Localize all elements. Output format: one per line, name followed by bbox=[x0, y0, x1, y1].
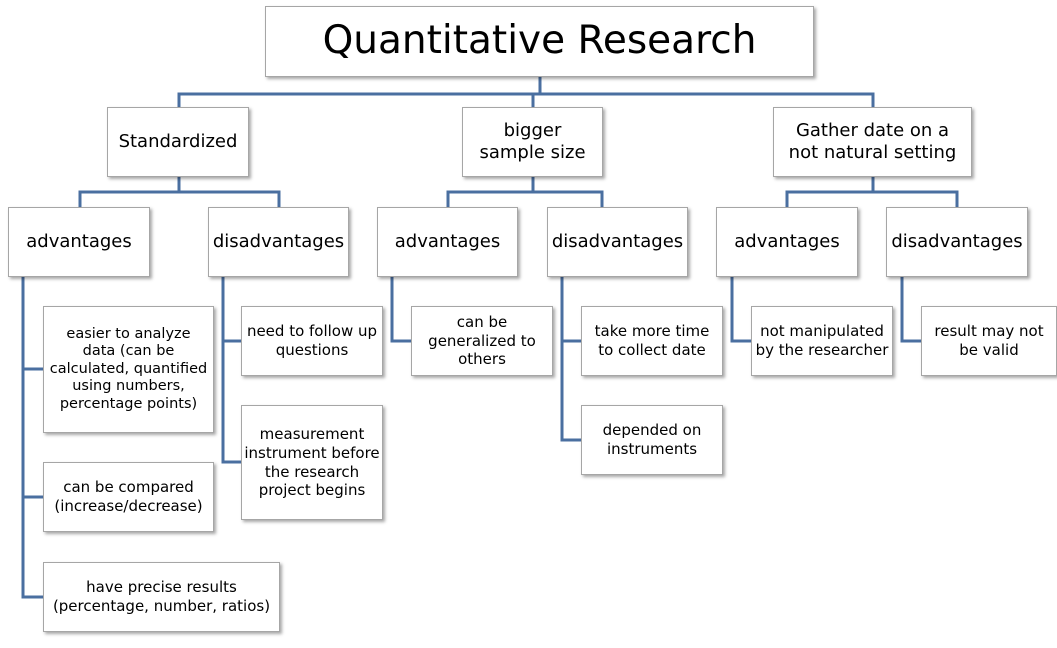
leaf-take-more-time-text: take more time to collect date bbox=[594, 322, 710, 359]
leaf-can-be-compared: can be compared (increase/decrease) bbox=[43, 462, 214, 532]
node-bigger-sample-size: bigger sample size bbox=[462, 107, 603, 177]
node-standardized-advantages-label: advantages bbox=[26, 230, 132, 252]
root-node-quantitative-research: Quantitative Research bbox=[265, 6, 814, 77]
leaf-precise-results-text: have precise results (percentage, number… bbox=[52, 578, 271, 615]
leaf-follow-up-questions: need to follow up questions bbox=[241, 306, 383, 376]
leaf-can-be-generalized: can be generalized to others bbox=[411, 306, 553, 376]
node-setting-advantages: advantages bbox=[716, 207, 858, 277]
node-sample-advantages: advantages bbox=[377, 207, 518, 277]
leaf-follow-up-questions-text: need to follow up questions bbox=[246, 322, 378, 359]
leaf-can-be-compared-text: can be compared (increase/decrease) bbox=[54, 478, 203, 515]
leaf-measurement-instrument-text: measurement instrument before the resear… bbox=[244, 425, 380, 500]
leaf-precise-results: have precise results (percentage, number… bbox=[43, 562, 280, 632]
root-node-label: Quantitative Research bbox=[322, 18, 757, 64]
node-sample-disadvantages: disadvantages bbox=[547, 207, 688, 277]
node-sample-disadvantages-label: disadvantages bbox=[551, 230, 684, 252]
node-setting-advantages-label: advantages bbox=[734, 230, 840, 252]
leaf-depended-on-instruments: depended on instruments bbox=[581, 405, 723, 475]
leaf-result-not-valid: result may not be valid bbox=[921, 306, 1057, 376]
leaf-take-more-time: take more time to collect date bbox=[581, 306, 723, 376]
leaf-depended-on-instruments-text: depended on instruments bbox=[602, 421, 702, 458]
node-standardized-disadvantages: disadvantages bbox=[208, 207, 349, 277]
node-standardized-label: Standardized bbox=[118, 130, 238, 152]
leaf-result-not-valid-text: result may not be valid bbox=[934, 322, 1044, 359]
leaf-easier-to-analyze-text: easier to analyze data (can be calculate… bbox=[49, 326, 208, 412]
node-setting-disadvantages: disadvantages bbox=[886, 207, 1028, 277]
leaf-can-be-generalized-text: can be generalized to others bbox=[428, 312, 536, 369]
node-gather-date-setting: Gather date on a not natural setting bbox=[773, 107, 972, 177]
node-bigger-sample-size-label: bigger sample size bbox=[479, 119, 586, 164]
leaf-not-manipulated: not manipulated by the researcher bbox=[751, 306, 893, 376]
leaf-not-manipulated-text: not manipulated by the researcher bbox=[755, 322, 889, 359]
node-sample-advantages-label: advantages bbox=[394, 230, 501, 252]
leaf-measurement-instrument: measurement instrument before the resear… bbox=[241, 405, 383, 520]
node-standardized-advantages: advantages bbox=[8, 207, 150, 277]
node-standardized: Standardized bbox=[107, 107, 249, 177]
node-standardized-disadvantages-label: disadvantages bbox=[212, 230, 345, 252]
leaf-easier-to-analyze: easier to analyze data (can be calculate… bbox=[43, 306, 214, 433]
node-gather-date-setting-label: Gather date on a not natural setting bbox=[788, 119, 957, 164]
node-setting-disadvantages-label: disadvantages bbox=[891, 230, 1023, 252]
